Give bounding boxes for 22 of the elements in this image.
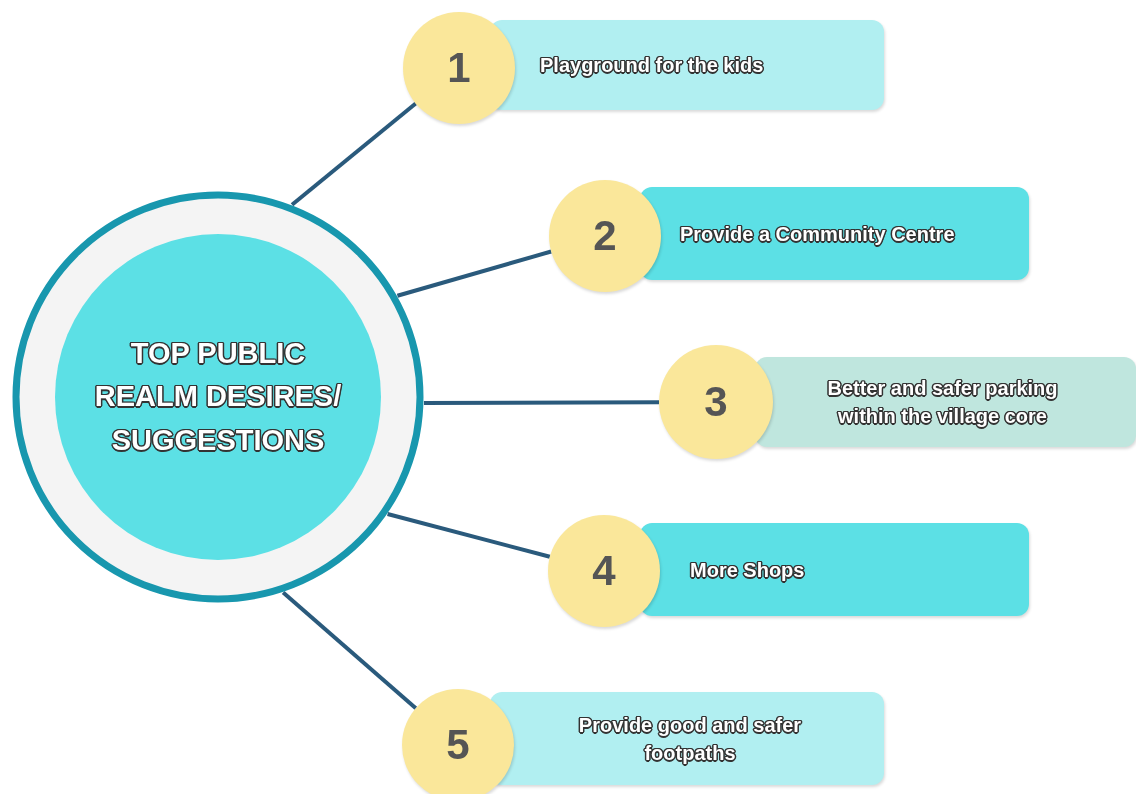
- item-number: 2: [593, 212, 617, 260]
- connector-line: [290, 101, 417, 207]
- item-bar: [640, 523, 1029, 616]
- item-bar: [640, 187, 1029, 280]
- connector-line: [396, 249, 552, 298]
- item-number: 3: [704, 378, 728, 426]
- connector-line: [281, 590, 418, 710]
- connector-line: [387, 512, 551, 559]
- item-label: Playground for the kids: [540, 53, 764, 78]
- connector-line: [423, 400, 659, 405]
- item-bar: [755, 357, 1136, 447]
- item-label: More Shops: [690, 557, 805, 583]
- item-label: Better and safer parking within the village core: [826, 376, 1059, 429]
- item-bar: [490, 692, 884, 785]
- central-circle: [12, 191, 424, 603]
- item-number: 4: [592, 547, 616, 595]
- hub-title: TOP PUBLIC REALM DESIRES/ SUGGESTIONS: [93, 335, 343, 458]
- item-number: 5: [446, 721, 470, 769]
- item-label: Provide a Community Centre: [680, 221, 955, 247]
- item-label: Provide good and safer footpaths: [577, 712, 803, 766]
- item-number: 1: [447, 44, 471, 92]
- number-circle: [402, 689, 514, 794]
